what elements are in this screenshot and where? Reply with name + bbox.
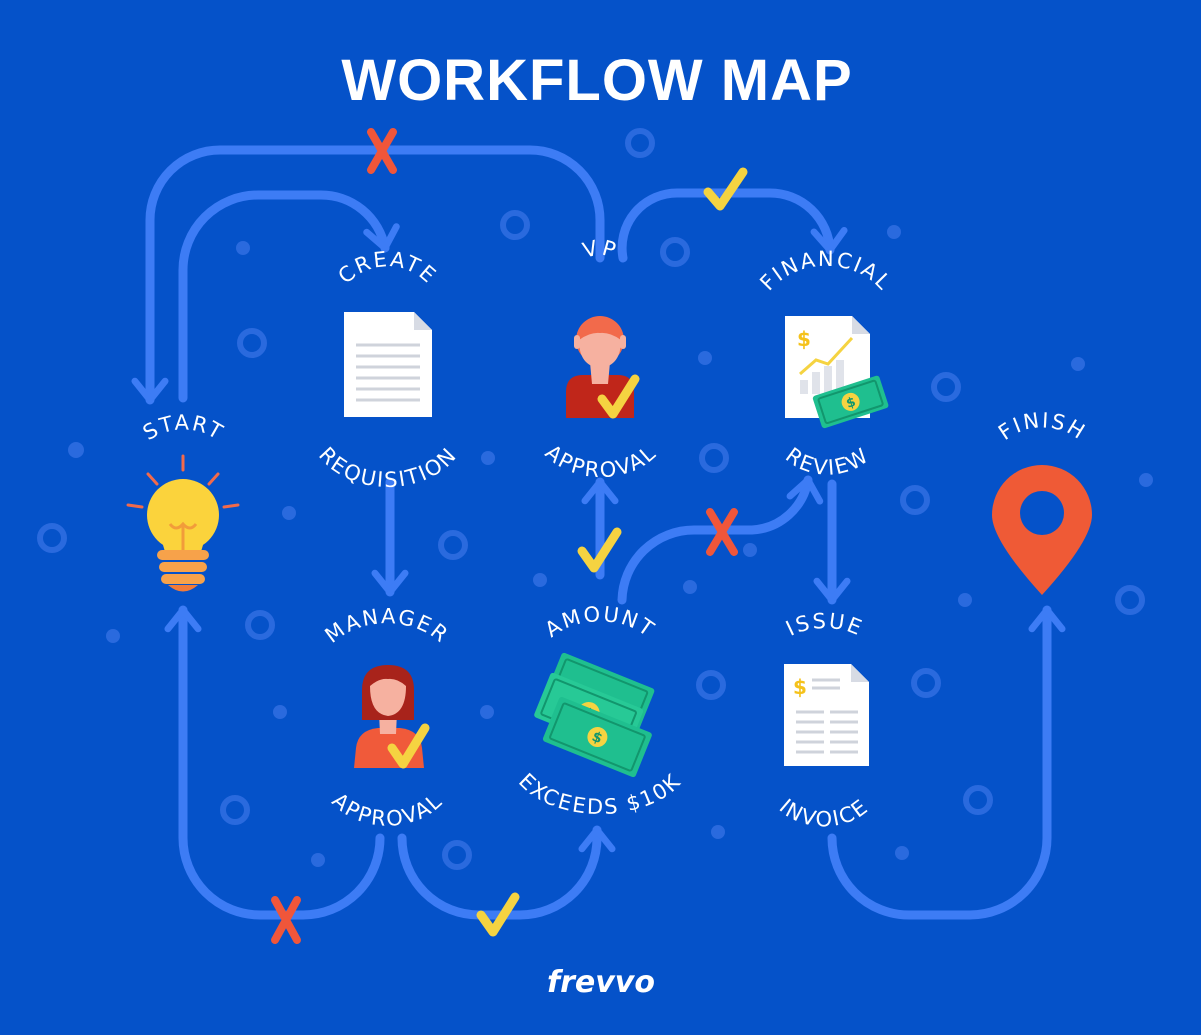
lightbulb-icon [126, 454, 240, 592]
manager-person-icon [354, 665, 430, 769]
map-pin-icon [992, 465, 1092, 595]
page-title: WORKFLOW MAP [341, 48, 852, 113]
flow-lines [131, 145, 1066, 920]
node-issue-bottom-label: INVOICE [775, 794, 873, 831]
node-financial-top-label: FINANCIAL [755, 247, 896, 295]
brand-logo: frevvo [547, 965, 655, 1000]
check-icon [577, 527, 622, 573]
invoice-icon: $ [784, 664, 869, 766]
node-finish-label: FINISH [994, 408, 1090, 445]
node-vp-bottom-label: APPROVAL [541, 440, 662, 482]
dollar-sign: $ [797, 327, 811, 351]
dollar-sign: $ [793, 675, 807, 699]
chart-document-icon: $ $ [785, 316, 889, 429]
dollar-sign: $ [844, 395, 857, 412]
node-financial-bottom-label: REVIEW [781, 443, 874, 480]
document-icon [344, 312, 432, 417]
node-amount-bottom-label: EXCEEDS $10K [514, 769, 686, 819]
check-icon [476, 892, 520, 937]
vp-person-icon [566, 316, 640, 419]
node-start-label: START [139, 411, 228, 445]
x-icon [271, 896, 301, 944]
node-create-top-label: CREATE [334, 247, 442, 288]
check-icon [703, 167, 748, 211]
x-icon [706, 508, 738, 556]
node-manager-bottom-label: APPROVAL [328, 788, 448, 831]
node-amount-top-label: AMOUNT [541, 602, 660, 642]
node-issue-top-label: ISSUE [782, 609, 867, 641]
money-stack-icon: $ $ [534, 652, 655, 778]
background-decoration [37, 128, 1153, 870]
x-icon [367, 128, 397, 174]
node-create-bottom-label: REQUISITION [314, 442, 462, 492]
node-manager-top-label: MANAGER [320, 604, 453, 648]
